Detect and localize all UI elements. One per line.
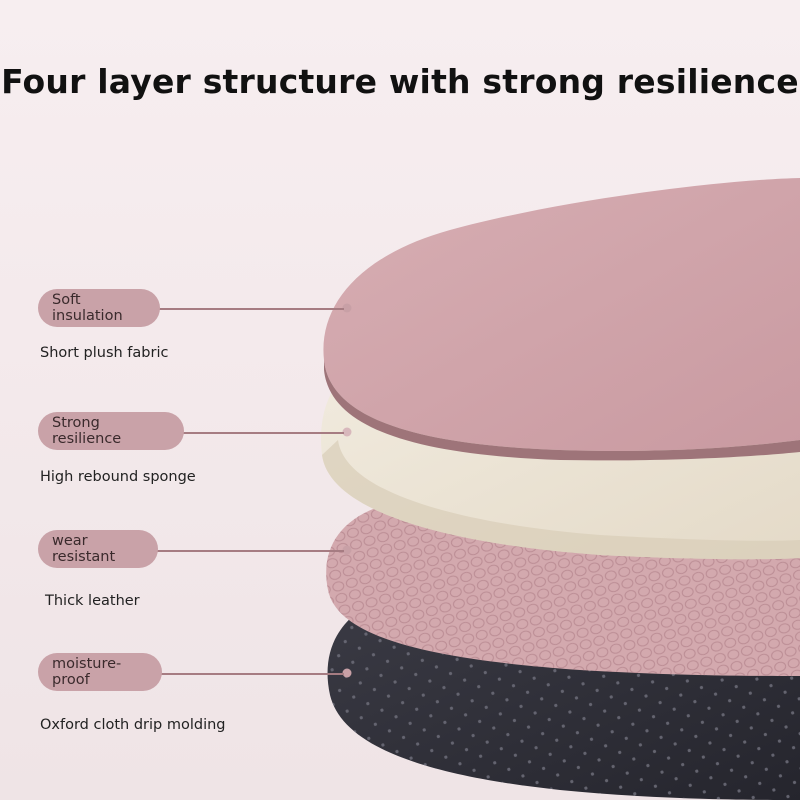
layer-label-wear-resistant: wear resistant — [38, 530, 158, 568]
page-title: Four layer structure with strong resilie… — [1, 62, 799, 101]
plush-fabric-layer — [323, 178, 800, 461]
layer-description: High rebound sponge — [40, 469, 196, 485]
layer-label-moisture-proof: moisture-proof — [38, 653, 162, 691]
layer-label-soft-insulation: Soft insulation — [38, 289, 160, 327]
connector-line — [152, 308, 344, 310]
layer-label-strong-resilience: Strong resilience — [38, 412, 184, 450]
layer-description: Thick leather — [45, 593, 140, 609]
connector-line — [152, 550, 344, 552]
layer-description: Short plush fabric — [40, 345, 169, 361]
layer-description: Oxford cloth drip molding — [40, 717, 226, 733]
connector-line — [152, 673, 344, 675]
connector-line — [180, 432, 344, 434]
